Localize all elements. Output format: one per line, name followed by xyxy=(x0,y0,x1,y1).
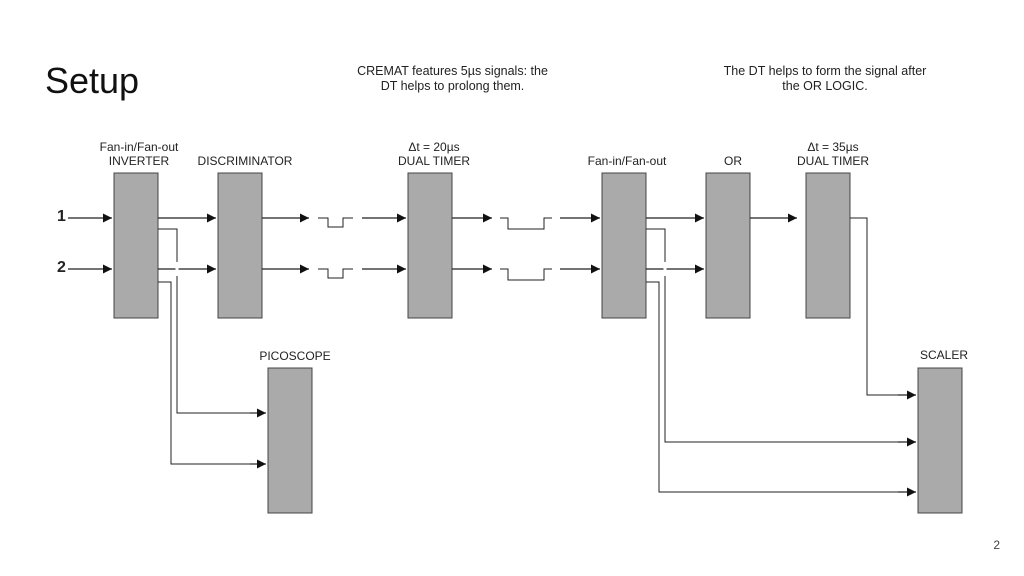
discriminator-label: DISCRIMINATOR xyxy=(198,154,293,168)
picoscope-module xyxy=(267,367,313,514)
wire-dt2-scaler xyxy=(850,217,906,396)
wire-inverter-picoscope-1 xyxy=(158,228,258,414)
cremat-note-line-2: DT helps to prolong them. xyxy=(380,79,525,93)
scaler-module xyxy=(917,367,963,514)
dual-timer-2-delta: Δt = 35µs xyxy=(807,140,858,154)
dt-or-note: The DT helps to form the signal after th… xyxy=(700,64,950,94)
inverter-label-2: INVERTER xyxy=(109,154,170,168)
or-module xyxy=(705,172,751,319)
short-pulse-icon-1 xyxy=(318,217,353,228)
short-pulse-icon-2 xyxy=(318,268,353,279)
wire-fanout-scaler-2 xyxy=(646,281,906,493)
input-label-2: 2 xyxy=(57,259,66,276)
scaler-label: SCALER xyxy=(920,348,968,362)
dt-or-note-line-2: the OR LOGIC. xyxy=(782,79,868,93)
dual-timer-2-module xyxy=(805,172,851,319)
inverter-module xyxy=(113,172,159,319)
fanout-module xyxy=(601,172,647,319)
inverter-label-1: Fan-in/Fan-out xyxy=(100,140,179,154)
input-label-1: 1 xyxy=(57,208,66,225)
cremat-note: CREMAT features 5µs signals: the DT help… xyxy=(330,64,575,94)
or-label: OR xyxy=(724,154,742,168)
dual-timer-1-delta: Δt = 20µs xyxy=(408,140,459,154)
dt-or-note-line-1: The DT helps to form the signal after xyxy=(723,64,927,78)
dual-timer-1-module xyxy=(407,172,453,319)
page-number: 2 xyxy=(993,538,1000,552)
fanout-label: Fan-in/Fan-out xyxy=(588,154,667,168)
dual-timer-1-label: DUAL TIMER xyxy=(398,154,470,168)
slide-title: Setup xyxy=(45,60,140,101)
wire-fanout-scaler-1 xyxy=(646,228,906,443)
picoscope-label: PICOSCOPE xyxy=(259,349,330,363)
long-pulse-icon-1 xyxy=(500,217,552,230)
cremat-note-line-1: CREMAT features 5µs signals: the xyxy=(357,64,548,78)
wire-inverter-picoscope-2 xyxy=(158,281,258,465)
long-pulse-icon-2 xyxy=(500,268,552,281)
discriminator-module xyxy=(217,172,263,319)
dual-timer-2-label: DUAL TIMER xyxy=(797,154,869,168)
